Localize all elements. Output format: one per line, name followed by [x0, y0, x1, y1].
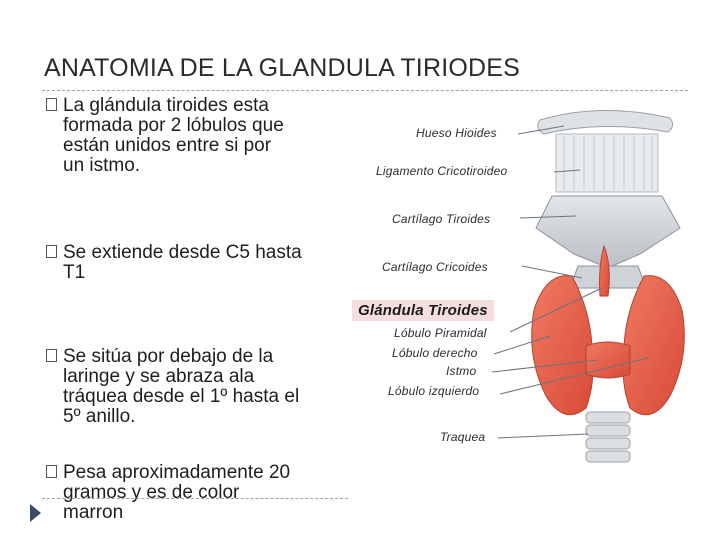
left-lobe [622, 275, 685, 416]
thyroid-illustration [491, 110, 685, 463]
label-cartilago-cricoides: Cartílago Cricoides [382, 260, 488, 274]
bullet-item: La glándula tiroides esta formada por 2 … [42, 96, 352, 176]
play-arrow-icon[interactable] [30, 504, 41, 522]
label-lobulo-izquierdo: Lóbulo izquierdo [388, 384, 480, 398]
label-glandula-tiroides: Glándula Tiroides [352, 300, 494, 321]
checkbox-square-icon [46, 98, 57, 111]
thyroid-anatomy-figure: Hueso Hioides Ligamento Cricotiroideo Ca… [350, 96, 710, 536]
slide-title: ANATOMIA DE LA GLANDULA TIRIODES [44, 54, 520, 82]
thyroid-cartilage [535, 195, 681, 269]
bullet-text: Pesa aproximadamente 20 gramos y es de c… [63, 462, 291, 523]
right-lobe [531, 275, 594, 416]
bullet-text: Se extiende desde C5 hasta T1 [63, 242, 302, 283]
leader-lines [491, 125, 649, 439]
checkbox-square-icon [46, 465, 57, 478]
label-istmo: Istmo [446, 364, 477, 378]
bullet-text: La glándula tiroides esta formada por 2 … [63, 95, 284, 176]
cricothyroid-ligament [555, 133, 659, 193]
checkbox-square-icon [46, 349, 57, 362]
pyramidal-lobe [599, 244, 610, 297]
isthmus [585, 341, 631, 379]
checkbox-square-icon [46, 245, 57, 258]
hyoid-bone [537, 110, 674, 135]
label-cartilago-tiroides: Cartílago Tiroides [392, 212, 491, 226]
label-traquea: Traquea [440, 430, 486, 444]
label-lobulo-derecho: Lóbulo derecho [392, 346, 478, 360]
label-hueso-hioides: Hueso Hioides [416, 126, 497, 140]
bullet-item: Se sitúa por debajo de la laringe y se a… [42, 347, 352, 427]
bullet-item: Se extiende desde C5 hasta T1 [42, 243, 352, 283]
label-ligamento-cricotiroideo: Ligamento Cricotiroideo [376, 164, 508, 178]
trachea [585, 411, 631, 463]
title-divider [42, 90, 688, 91]
label-lobulo-piramidal: Lóbulo Piramidal [394, 326, 487, 340]
footer-divider [42, 498, 348, 499]
bullet-text: Se sitúa por debajo de la laringe y se a… [63, 346, 300, 427]
bullet-item: Pesa aproximadamente 20 gramos y es de c… [42, 463, 352, 523]
